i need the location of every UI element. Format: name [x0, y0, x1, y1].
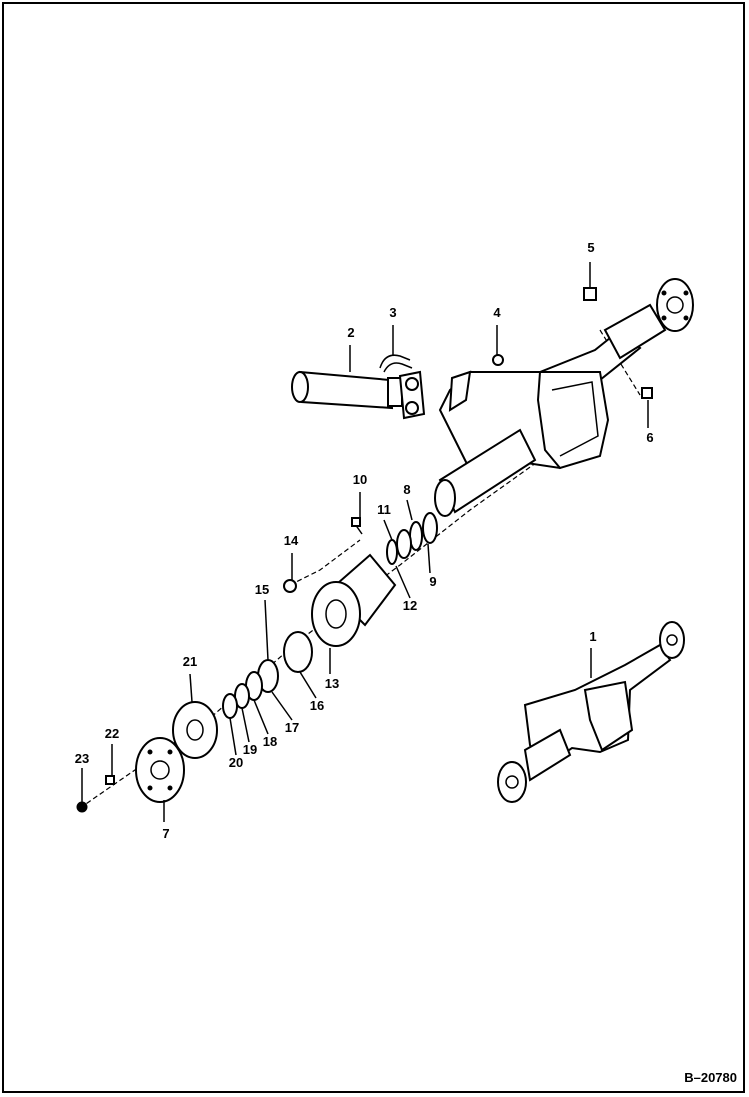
callout-13: 13	[325, 676, 339, 691]
fitting-part-6	[641, 387, 653, 399]
callout-7: 7	[162, 826, 169, 841]
callout-20: 20	[229, 755, 243, 770]
axle-housing-part	[434, 278, 694, 517]
callout-5: 5	[587, 240, 594, 255]
callout-21: 21	[183, 654, 197, 669]
callout-9: 9	[429, 574, 436, 589]
callout-labels: 5 3 4 2 6 10 8 11 14 9 15 12 1 21 13 16 …	[75, 240, 654, 841]
axle-assembly-part-1	[497, 621, 685, 803]
callout-3: 3	[389, 305, 396, 320]
callout-14: 14	[284, 533, 299, 548]
callout-22: 22	[105, 726, 119, 741]
callout-4: 4	[493, 305, 501, 320]
flange-part-21	[172, 701, 218, 759]
callout-10: 10	[353, 472, 367, 487]
wheel-flange-part-7	[135, 737, 185, 803]
leader-lines	[81, 262, 649, 822]
nut-part-22	[105, 775, 115, 785]
callout-8: 8	[403, 482, 410, 497]
callout-18: 18	[263, 734, 277, 749]
bearing-stack-15-20	[222, 631, 313, 719]
callout-23: 23	[75, 751, 89, 766]
callout-15: 15	[255, 582, 269, 597]
drive-shaft-part	[291, 370, 426, 420]
bolt-part-5	[583, 287, 597, 301]
callout-17: 17	[285, 720, 299, 735]
hub-part	[311, 553, 397, 647]
nut-part-14	[283, 579, 297, 593]
callout-2: 2	[347, 325, 354, 340]
cap-part-23	[76, 801, 88, 813]
callout-16: 16	[310, 698, 324, 713]
callout-11: 11	[377, 502, 391, 517]
reference-number: B–20780	[684, 1070, 737, 1085]
u-bolt-part	[379, 354, 413, 373]
callout-6: 6	[646, 430, 653, 445]
callout-12: 12	[403, 598, 417, 613]
stud-part-10	[351, 517, 363, 535]
nut-part	[492, 354, 504, 366]
seal-bearing-stack	[386, 512, 438, 565]
callout-19: 19	[243, 742, 257, 757]
callout-1: 1	[589, 629, 596, 644]
